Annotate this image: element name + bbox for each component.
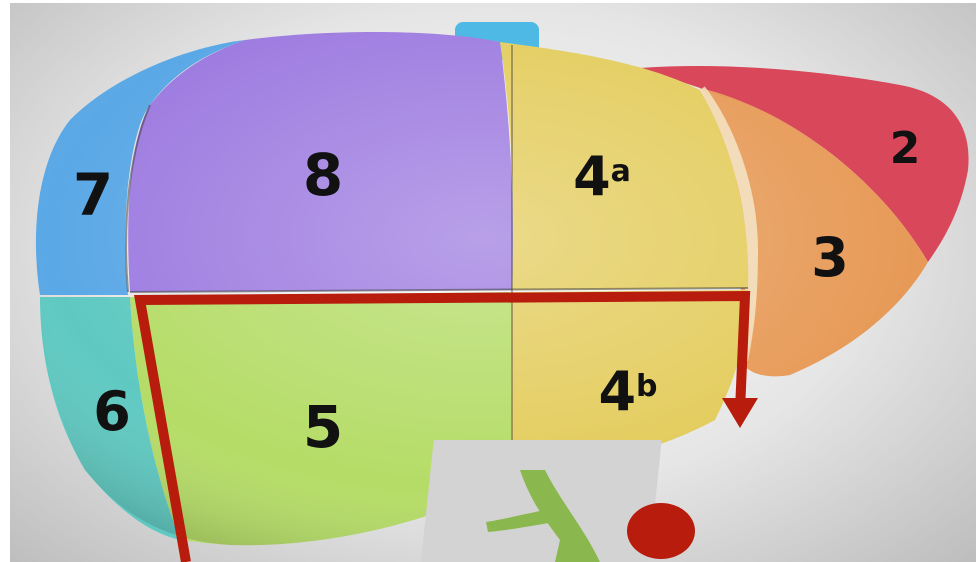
- label-segment-8: 8: [303, 141, 343, 209]
- label-segment-3: 3: [811, 226, 849, 289]
- label-segment-4a: 4a: [573, 145, 631, 208]
- label-segment-6: 6: [93, 380, 131, 443]
- liver-surface-shading: [39, 32, 929, 546]
- label-segment-2: 2: [890, 123, 921, 174]
- label-segment-5: 5: [303, 393, 343, 461]
- red-dot-marker: [627, 503, 695, 559]
- segment-2: [640, 65, 969, 262]
- segment-divider: [129, 287, 749, 293]
- portal-vein: [520, 470, 600, 562]
- frame-top-edge: [0, 0, 976, 3]
- segment-divider: [125, 104, 151, 293]
- label-segment-7: 7: [73, 161, 113, 229]
- resection-line: [134, 290, 751, 562]
- label-segment-4b: 4b: [598, 360, 657, 423]
- resection-arrow-head: [722, 398, 758, 428]
- portal-vein-branch: [486, 510, 555, 532]
- frame-left-edge: [0, 0, 10, 562]
